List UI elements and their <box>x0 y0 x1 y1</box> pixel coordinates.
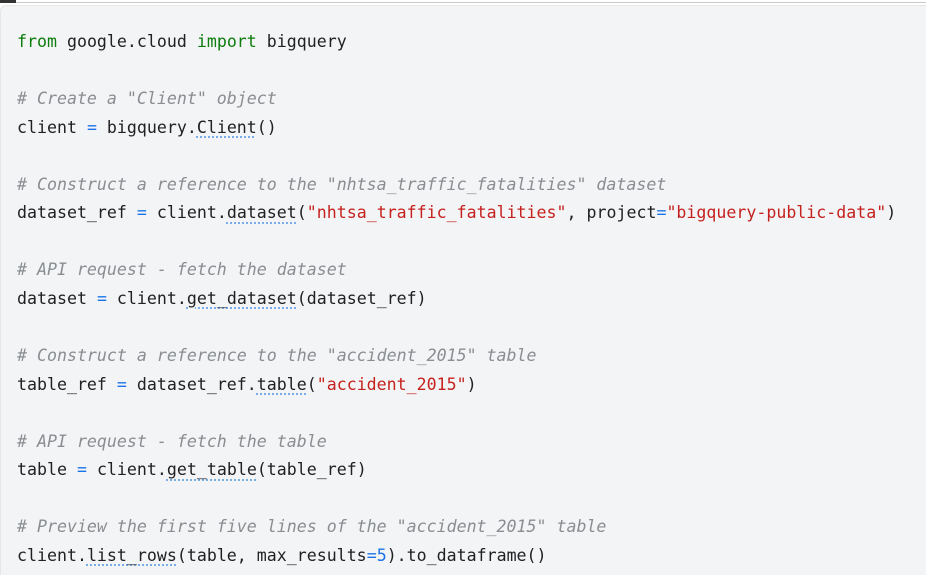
code-token: dataset <box>17 288 97 308</box>
code-token: , project <box>566 203 657 223</box>
code-line: # Create a "Client" object <box>17 85 896 114</box>
code-token: (dataset_ref) <box>296 288 427 308</box>
code-token: client <box>17 117 87 137</box>
code-token: bigquery. <box>96 117 197 137</box>
code-token: bigquery <box>256 32 347 51</box>
code-token: client. <box>86 460 167 480</box>
operator-token: 5 <box>376 545 387 565</box>
function-token[interactable]: list_rows <box>86 545 177 565</box>
comment-token: # API request - fetch the table <box>17 431 327 451</box>
comment-token: # Construct a reference to the "accident… <box>17 346 537 366</box>
comment-token: # Preview the first five lines of the "a… <box>17 517 607 537</box>
code-line <box>17 57 896 86</box>
cell-marker <box>0 0 16 3</box>
code-token: table <box>17 460 77 480</box>
code-line: client = bigquery.Client() <box>17 114 896 143</box>
code-token: ) <box>466 374 477 394</box>
code-token: google.cloud <box>56 32 197 51</box>
code-token: client. <box>106 288 187 308</box>
operator-token: = <box>116 374 127 394</box>
code-line: dataset = client.get_dataset(dataset_ref… <box>17 285 896 314</box>
function-token[interactable]: get_table <box>166 460 257 480</box>
operator-token: = <box>96 288 107 308</box>
code-token: ).to_dataframe() <box>386 545 547 565</box>
keyword-token: from <box>17 32 57 51</box>
operator-token: = <box>76 460 87 480</box>
code-token: (table_ref) <box>256 460 367 480</box>
comment-token: # Construct a reference to the "nhtsa_tr… <box>17 174 667 194</box>
code-token: () <box>256 117 277 137</box>
code-line: # Construct a reference to the "nhtsa_tr… <box>17 171 896 200</box>
operator-token: = <box>136 203 147 223</box>
code-line: # Preview the first five lines of the "a… <box>17 513 896 542</box>
string-token: "accident_2015" <box>316 374 467 394</box>
code-token: ( <box>306 374 317 394</box>
function-token[interactable]: get_dataset <box>186 288 297 308</box>
code-line: table_ref = dataset_ref.table("accident_… <box>17 371 896 400</box>
code-token: ( <box>296 203 307 223</box>
code-token: dataset_ref. <box>126 374 257 394</box>
code-line: table = client.get_table(table_ref) <box>17 456 896 485</box>
code-line <box>17 399 896 428</box>
code-line <box>17 313 896 342</box>
code-token: table_ref <box>17 374 117 394</box>
comment-token: # API request - fetch the dataset <box>17 260 347 280</box>
operator-token: = <box>656 203 667 223</box>
code-token: (table, max_results <box>176 545 367 565</box>
code-editor[interactable]: from google.cloud import bigquery # Creat… <box>17 28 896 570</box>
string-token: "nhtsa_traffic_fatalities" <box>306 203 567 223</box>
keyword-token: import <box>196 32 257 51</box>
code-token: client. <box>146 203 227 223</box>
operator-token: = <box>366 545 377 565</box>
function-token[interactable]: table <box>256 374 307 394</box>
code-line <box>17 228 896 257</box>
operator-token: = <box>86 117 97 137</box>
code-token: client. <box>17 545 87 565</box>
code-line <box>17 485 896 514</box>
code-line: # Construct a reference to the "accident… <box>17 342 896 371</box>
function-token[interactable]: Client <box>196 117 257 137</box>
code-token: ) <box>886 203 897 223</box>
cell-separator <box>0 2 926 3</box>
function-token[interactable]: dataset <box>226 203 297 223</box>
code-line: # API request - fetch the table <box>17 428 896 457</box>
code-token: dataset_ref <box>17 203 137 223</box>
code-line: client.list_rows(table, max_results=5).t… <box>17 542 896 571</box>
code-cell[interactable]: from google.cloud import bigquery # Creat… <box>0 5 926 575</box>
code-line: # API request - fetch the dataset <box>17 256 896 285</box>
code-line: dataset_ref = client.dataset("nhtsa_traf… <box>17 199 896 228</box>
string-token: "bigquery-public-data" <box>666 203 887 223</box>
code-line <box>17 142 896 171</box>
comment-token: # Create a "Client" object <box>17 89 277 109</box>
code-line: from google.cloud import bigquery <box>17 28 896 57</box>
